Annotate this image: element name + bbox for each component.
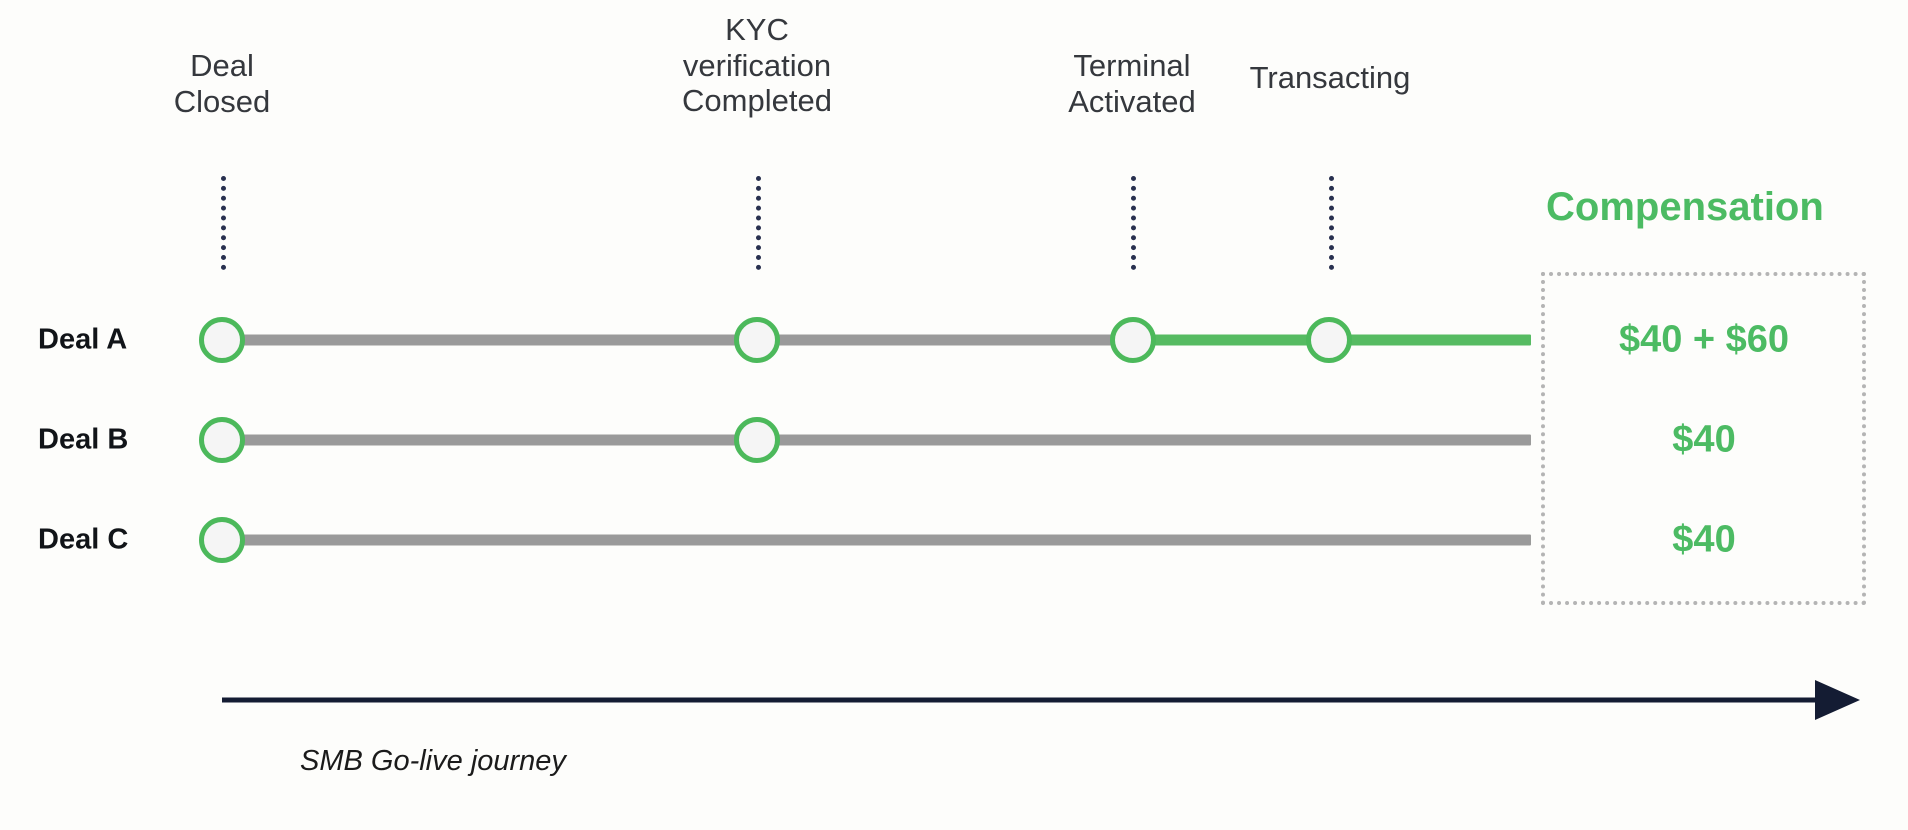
track-deal-b-segment-1 [222,434,1531,446]
node-deal-a-terminal-activated[interactable] [1110,317,1156,363]
compensation-box [1541,272,1866,605]
row-label-deal-b: Deal B [38,423,129,456]
journey-axis-caption: SMB Go-live journey [300,745,566,777]
row-label-deal-c: Deal C [38,523,129,556]
track-deal-c-segment-1 [222,534,1531,546]
milestone-label-transacting: Transacting [1249,60,1411,95]
compensation-value-deal-a: $40 + $60 [1618,318,1790,361]
row-label-deal-a: Deal A [38,323,128,356]
track-deal-a-segment-1 [222,334,1133,346]
node-deal-a-kyc-verification-completed[interactable] [734,317,780,363]
dropline-terminal-activated [1131,176,1136,270]
milestone-label-deal-closed: Deal Closed [173,48,271,119]
node-deal-b-deal-closed[interactable] [199,417,245,463]
node-deal-a-transacting[interactable] [1306,317,1352,363]
dropline-deal-closed [221,176,226,270]
node-deal-a-deal-closed[interactable] [199,317,245,363]
milestone-label-terminal-activated: Terminal Activated [1068,48,1196,119]
dropline-kyc-verification-completed [756,176,761,270]
compensation-title: Compensation [1546,185,1824,229]
compensation-value-deal-b: $40 [1672,418,1736,461]
node-deal-b-kyc-verification-completed[interactable] [734,417,780,463]
milestone-label-kyc-verification-completed: KYC verification Completed [682,12,832,119]
node-deal-c-deal-closed[interactable] [199,517,245,563]
dropline-transacting [1329,176,1334,270]
compensation-value-deal-c: $40 [1672,518,1736,561]
